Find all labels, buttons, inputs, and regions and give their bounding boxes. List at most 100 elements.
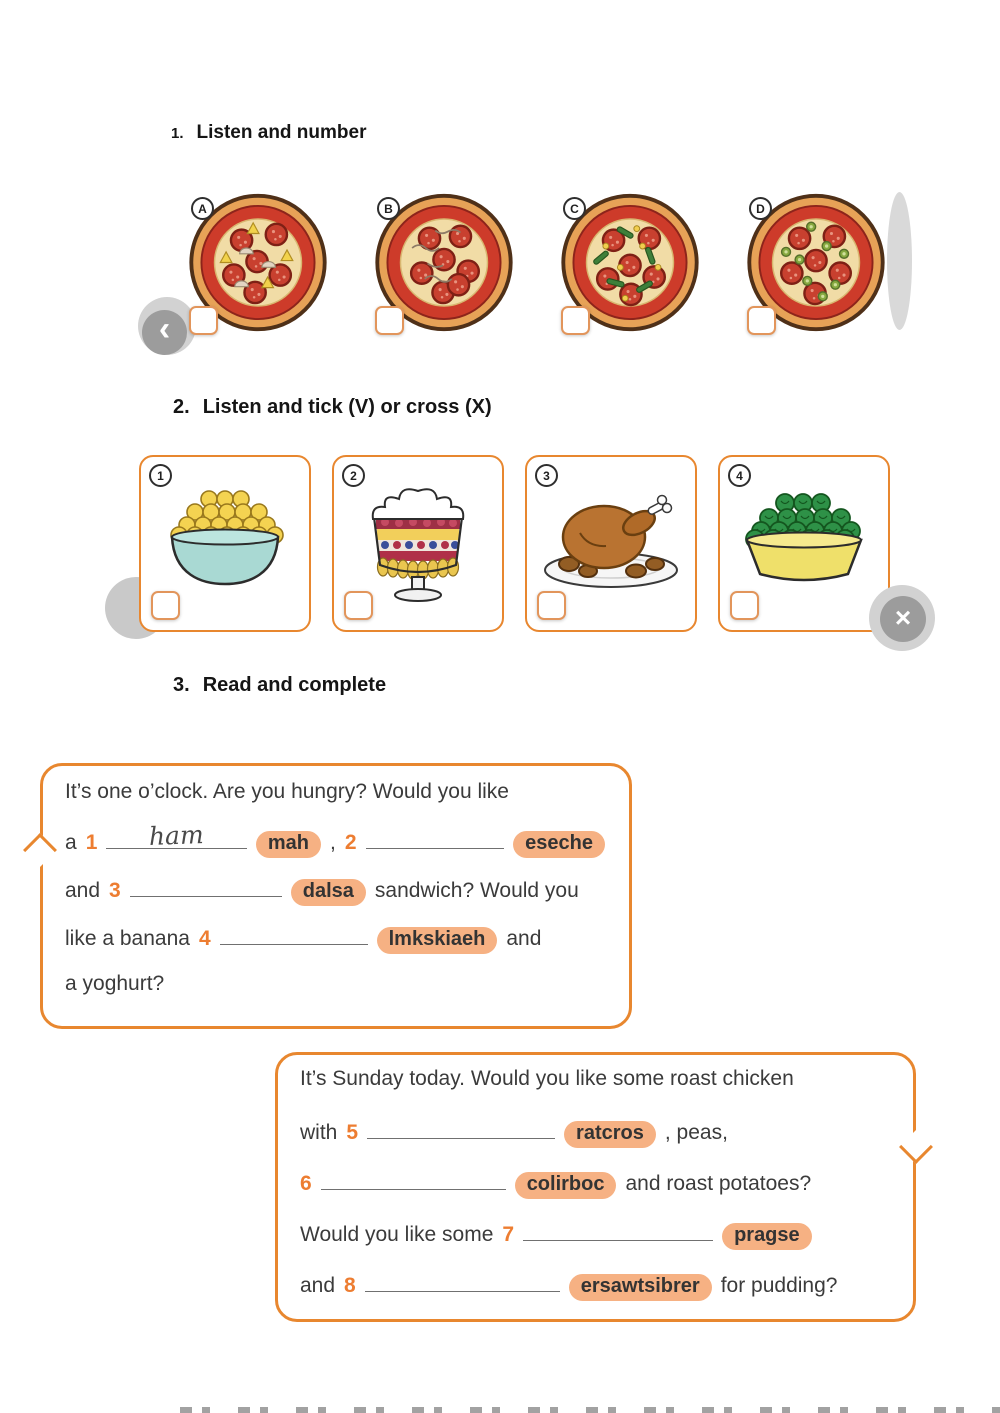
anagram-pill-2: eseche	[513, 831, 605, 858]
answer-checkbox-b[interactable]	[375, 306, 404, 335]
prev-button[interactable]: ‹	[142, 310, 187, 355]
bubble1-line1: It’s one o’clock. Are you hungry? Would …	[65, 780, 605, 828]
pizza-item-a: A	[183, 190, 333, 335]
bubble2-line5: and 8 ersawtsibrer for pudding?	[300, 1271, 889, 1322]
anagram-pill-7: pragse	[722, 1223, 812, 1250]
text: and roast potatoes?	[625, 1172, 812, 1195]
bubble2-line4: Would you like some 7 pragse	[300, 1220, 889, 1271]
close-icon: ×	[894, 602, 912, 633]
blank-number-1: 1	[85, 831, 98, 854]
answer-checkbox-c[interactable]	[561, 306, 590, 335]
food-card-2: 2	[332, 455, 504, 632]
anagram-pill-3: dalsa	[290, 879, 366, 906]
text: a	[65, 831, 77, 854]
section3-heading: 3. Read and complete	[173, 674, 386, 697]
anagram-pill-4: lmkskiaeh	[376, 927, 498, 954]
blank-number-6: 6	[300, 1172, 312, 1195]
trifle-image	[371, 488, 465, 602]
decor-circle	[887, 192, 912, 330]
text: sandwich? Would you	[374, 879, 579, 902]
section2-number: 2.	[173, 396, 190, 418]
item-number-badge: 3	[535, 464, 558, 487]
anagram-pill-6: colirboc	[514, 1172, 617, 1199]
anagram-pill-8: ersawtsibrer	[568, 1274, 712, 1301]
section3-number: 3.	[173, 674, 190, 696]
blank-number-2: 2	[344, 831, 357, 854]
text: It’s Sunday today. Would you like some r…	[300, 1067, 794, 1090]
anagram-pill-5: ratcros	[564, 1121, 656, 1148]
blank-1-input[interactable]: ham	[106, 820, 247, 851]
text: and	[300, 1274, 336, 1297]
sweetcorn-image	[170, 490, 284, 586]
section2-title: Listen and tick (V) or cross (X)	[202, 396, 492, 418]
text: ,	[330, 831, 336, 854]
text: , peas,	[664, 1121, 728, 1144]
blank-number-7: 7	[502, 1223, 515, 1246]
pizza-c-image	[561, 193, 699, 332]
text: a yoghurt?	[65, 972, 165, 995]
food-card-3: 3	[525, 455, 697, 632]
bubble2-line3: 6 colirboc and roast potatoes?	[300, 1169, 889, 1220]
pizza-item-b: B	[369, 190, 519, 335]
food-card-1: 1	[139, 455, 311, 632]
item-label-badge: D	[749, 197, 772, 220]
blank-number-3: 3	[109, 879, 121, 902]
text: with	[300, 1121, 338, 1144]
bubble1-line2: a 1 ham mah , 2 eseche	[65, 820, 605, 876]
blank-6-input[interactable]	[320, 1169, 506, 1190]
blank-4-input[interactable]	[219, 924, 368, 945]
blank-5-input[interactable]	[367, 1118, 556, 1139]
speech-bubble-1: It’s one o’clock. Are you hungry? Would …	[23, 763, 632, 1029]
blank-7-input[interactable]	[523, 1220, 714, 1241]
text: and	[65, 879, 101, 902]
blank-1-answer: ham	[148, 820, 205, 851]
blank-number-8: 8	[344, 1274, 356, 1297]
item-number-badge: 1	[149, 464, 172, 487]
anagram-pill-1: mah	[255, 831, 321, 858]
item-number-badge: 4	[728, 464, 751, 487]
answer-checkbox-a[interactable]	[189, 306, 218, 335]
pizza-d-image	[747, 193, 885, 332]
pizza-b-image	[375, 193, 513, 332]
close-button[interactable]: ×	[880, 596, 926, 642]
bubble1-line5: a yoghurt?	[65, 972, 605, 1020]
answer-checkbox-2[interactable]	[344, 591, 373, 620]
blank-2-input[interactable]	[365, 828, 505, 849]
roast-chicken-image	[544, 494, 678, 588]
food-card-row: 1 2	[139, 455, 890, 632]
blank-8-input[interactable]	[364, 1271, 560, 1292]
section1-number: 1.	[171, 125, 184, 142]
bubble2-line1: It’s Sunday today. Would you like some r…	[300, 1067, 889, 1118]
blank-number-4: 4	[198, 927, 211, 950]
item-label-badge: A	[191, 197, 214, 220]
bubble2-line2: with 5 ratcros , peas,	[300, 1118, 889, 1169]
bubble-tail-left	[23, 833, 57, 867]
blank-number-5: 5	[346, 1121, 359, 1144]
sprouts-image	[745, 493, 863, 582]
section1-heading: 1. Listen and number	[171, 122, 366, 144]
section2-heading: 2. Listen and tick (V) or cross (X)	[173, 396, 492, 419]
section3-title: Read and complete	[202, 674, 387, 696]
answer-checkbox-4[interactable]	[730, 591, 759, 620]
answer-checkbox-3[interactable]	[537, 591, 566, 620]
text: and	[506, 927, 542, 950]
bubble1-line3: and 3 dalsa sandwich? Would you	[65, 876, 605, 924]
speech-bubble-2: It’s Sunday today. Would you like some r…	[275, 1052, 933, 1322]
text: It’s one o’clock. Are you hungry? Would …	[65, 780, 509, 803]
item-label-badge: C	[563, 197, 586, 220]
bubble1-line4: like a banana 4 lmkskiaeh and	[65, 924, 605, 972]
bubble-tail-right	[899, 1130, 933, 1164]
answer-checkbox-1[interactable]	[151, 591, 180, 620]
item-label-badge: B	[377, 197, 400, 220]
item-number-badge: 2	[342, 464, 365, 487]
section1-title: Listen and number	[196, 122, 367, 143]
answer-checkbox-d[interactable]	[747, 306, 776, 335]
pizza-row: A B	[183, 190, 891, 335]
pizza-a-image	[189, 193, 327, 332]
chevron-left-icon: ‹	[158, 310, 171, 348]
text: for pudding?	[720, 1274, 838, 1297]
cropped-text-strip	[180, 1407, 1000, 1413]
blank-3-input[interactable]	[129, 876, 282, 897]
pizza-item-d: D	[741, 190, 891, 335]
